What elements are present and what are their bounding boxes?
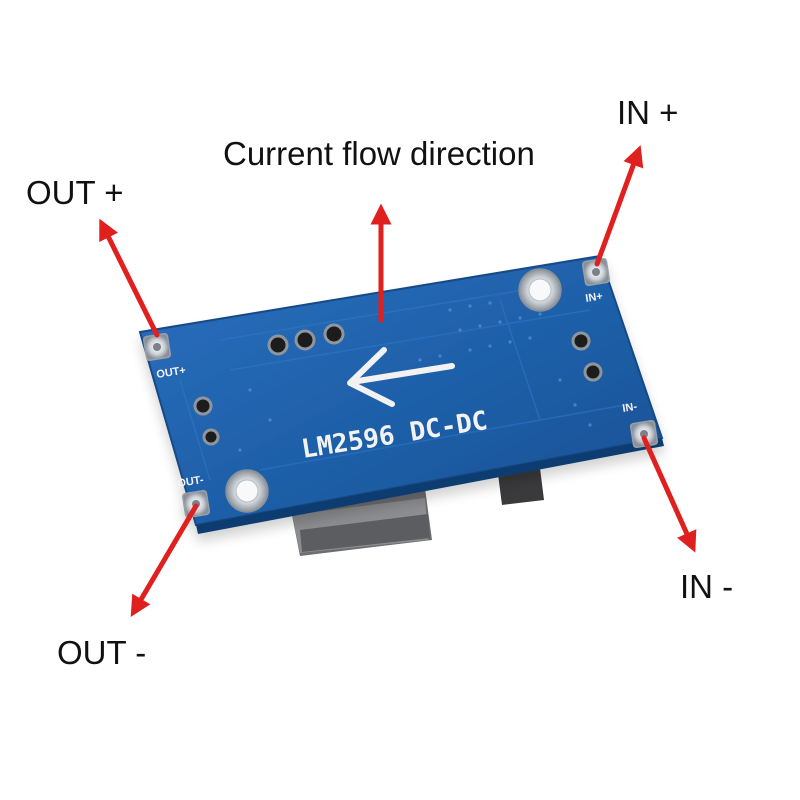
mounting-hole-top	[518, 268, 562, 312]
label-out-minus: OUT -	[57, 634, 147, 671]
label-in-plus: IN +	[617, 94, 679, 131]
arrow-out-minus	[130, 503, 199, 618]
arrow-in-minus	[641, 435, 697, 553]
silk-out-plus: OUT+	[156, 364, 187, 380]
pcb-traces	[179, 283, 631, 481]
silk-out-minus: OUT-	[177, 474, 205, 490]
mounting-hole-bottom	[225, 469, 269, 513]
capacitor-body	[498, 468, 544, 505]
silkscreen-arrow	[347, 347, 455, 407]
callout-arrows	[99, 145, 697, 618]
silk-in-minus: IN-	[622, 401, 639, 415]
label-current-flow: Current flow direction	[223, 135, 535, 172]
label-in-minus: IN -	[680, 568, 734, 605]
arrow-in-plus	[594, 145, 644, 267]
pcb-board: LM2596 DC-DC OUT+ IN+ IN- OUT-	[138, 254, 664, 534]
pad-in-plus	[581, 257, 611, 287]
through-holes	[193, 323, 603, 446]
arrow-out-plus	[99, 218, 160, 338]
pad-out-plus	[142, 332, 172, 362]
label-out-plus: OUT +	[26, 174, 124, 211]
silk-in-plus: IN+	[585, 290, 604, 305]
